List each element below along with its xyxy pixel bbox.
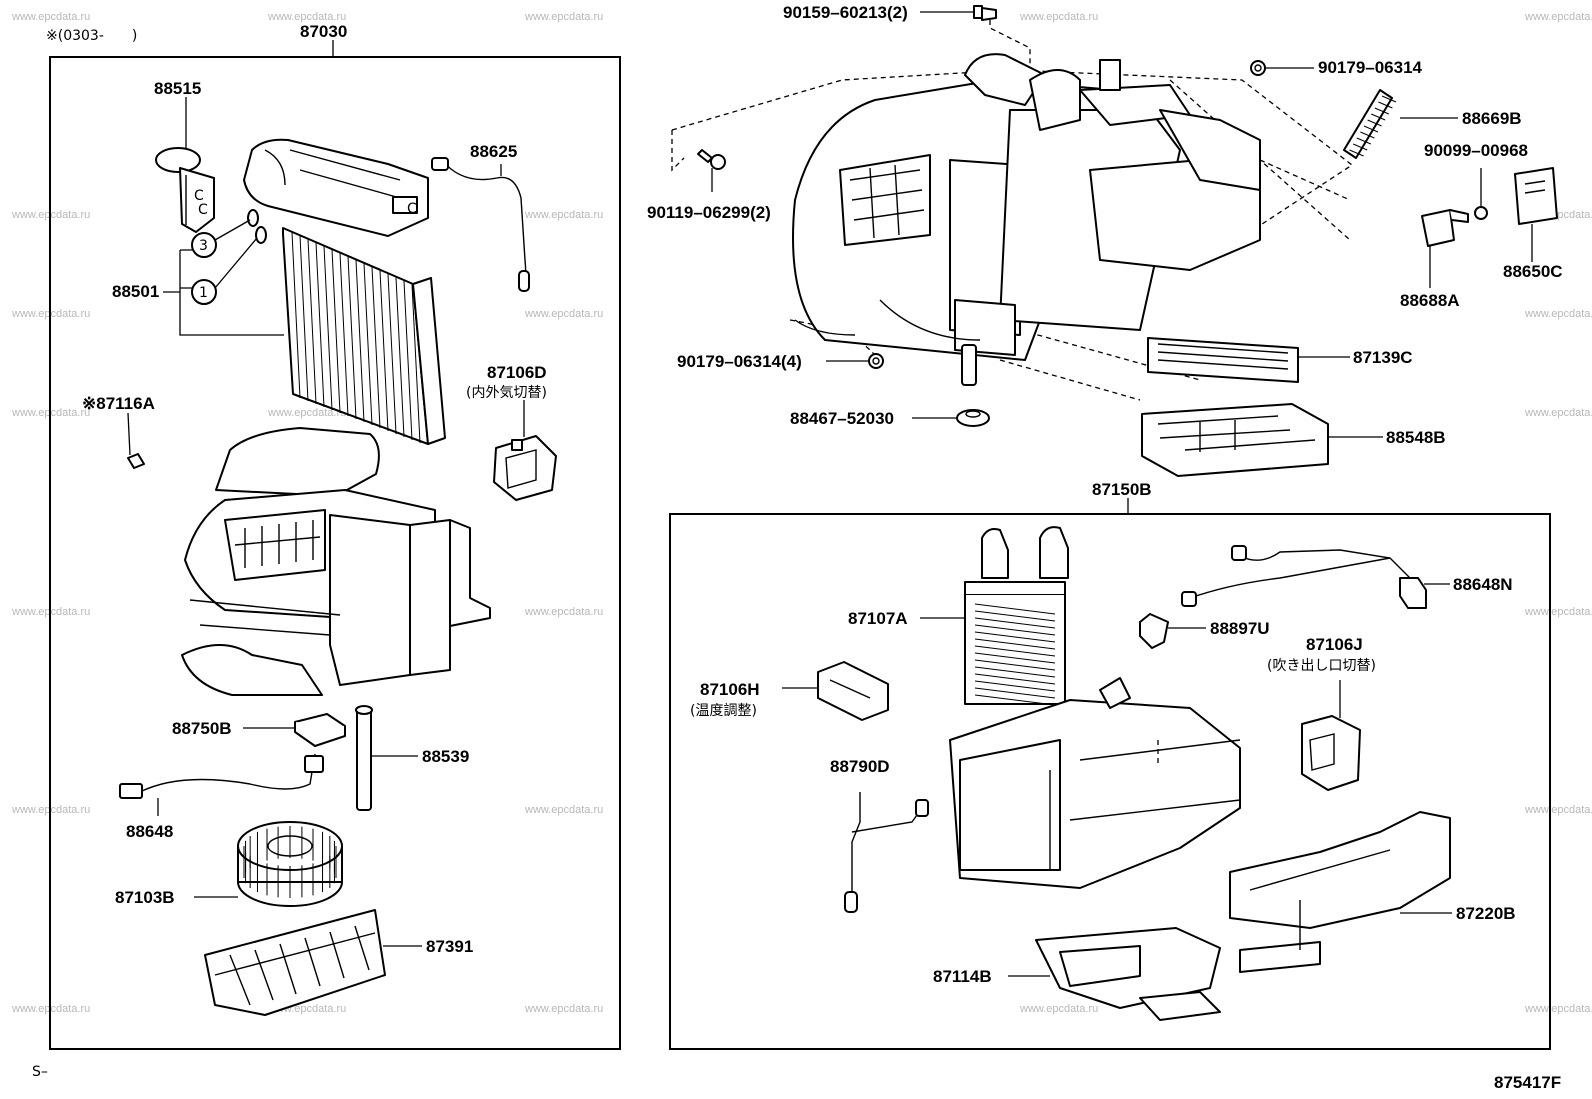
- part-88650c-drawing: [1514, 167, 1558, 225]
- label-88648n: 88648N: [1453, 575, 1513, 594]
- label-87114b: 87114B: [933, 967, 992, 986]
- label-90119: 90119–06299(2): [647, 203, 771, 222]
- label-87116a: ※87116A: [82, 394, 155, 413]
- label-87139c: 87139C: [1353, 348, 1413, 367]
- label-88688a: 88688A: [1400, 291, 1460, 310]
- watermark: www.epcdata.ru: [11, 11, 90, 23]
- diagram-code: 875417F: [1494, 1073, 1561, 1092]
- part-88515-drawing: C C: [155, 147, 215, 233]
- part-o-rings-drawing: 3 1: [179, 209, 284, 336]
- watermark: www.epcdata.ru: [267, 11, 346, 23]
- label-87107a: 87107A: [848, 609, 908, 628]
- part-87220b-drawing: [1229, 811, 1451, 973]
- part-90099-drawing: [1474, 206, 1488, 220]
- label-88650c: 88650C: [1503, 262, 1563, 281]
- watermark: www.epcdata.ru: [524, 606, 603, 618]
- callout-1-text: 1: [199, 285, 208, 301]
- label-88669b: 88669B: [1462, 109, 1522, 128]
- label-87220b: 87220B: [1456, 904, 1516, 923]
- label-88750b: 88750B: [172, 719, 232, 738]
- label-87106d-sub: (内外気切替): [466, 385, 547, 401]
- group-box-left: [49, 56, 621, 1050]
- part-87106h-drawing: [817, 661, 889, 721]
- part-90179a-drawing: [1250, 60, 1266, 76]
- part-blower-housing-drawing: [181, 427, 491, 696]
- label-88548b: 88548B: [1386, 428, 1446, 447]
- label-90179a: 90179–06314: [1318, 58, 1423, 77]
- label-88790d: 88790D: [830, 757, 890, 776]
- watermark: www.epcdata.ru: [1524, 1003, 1592, 1015]
- watermark: www.epcdata.ru: [267, 407, 346, 419]
- part-87114b-drawing: [1035, 927, 1221, 1021]
- part-88625-drawing: [431, 157, 530, 292]
- part-88648n-drawing: [1181, 545, 1427, 609]
- label-88515: 88515: [154, 79, 201, 98]
- watermark: www.epcdata.ru: [1524, 11, 1592, 23]
- label-88501: 88501: [112, 282, 159, 301]
- part-87391-drawing: [204, 909, 386, 1016]
- label-87103b: 87103B: [115, 888, 175, 907]
- group-box-right: [669, 513, 1551, 1050]
- group-label-87150b: 87150B: [1092, 480, 1152, 499]
- label-87106h: 87106H: [700, 680, 760, 699]
- callout-circle-3: [191, 232, 217, 258]
- part-evaporator-header-drawing: C: [243, 138, 429, 237]
- label-88467: 88467–52030: [790, 409, 894, 428]
- watermark: www.epcdata.ru: [524, 11, 603, 23]
- svg-text:C: C: [198, 202, 208, 218]
- part-evaporator-drawing: [282, 227, 446, 445]
- part-90119-drawing: [697, 149, 726, 170]
- watermark: www.epcdata.ru: [1524, 804, 1592, 816]
- watermark: www.epcdata.ru: [524, 1003, 603, 1015]
- part-hvac-assembly-drawing: [671, 20, 1354, 401]
- label-88625: 88625: [470, 142, 517, 161]
- part-88688a-drawing: [1421, 209, 1469, 247]
- watermark: www.epcdata.ru: [1019, 11, 1098, 23]
- part-88897u-drawing: [1139, 613, 1169, 649]
- watermark: www.epcdata.ru: [524, 804, 603, 816]
- watermark: www.epcdata.ru: [1524, 407, 1592, 419]
- callout-circle-1: [191, 279, 217, 305]
- part-87107a-drawing: [964, 526, 1069, 706]
- part-90179b-drawing: [868, 353, 884, 369]
- label-90099: 90099–00968: [1424, 141, 1528, 160]
- label-88897u: 88897U: [1210, 619, 1270, 638]
- label-87106d: 87106D: [487, 363, 547, 382]
- watermark: www.epcdata.ru: [524, 209, 603, 221]
- footer-left: S–: [32, 1064, 48, 1080]
- part-87103b-drawing: [237, 821, 343, 907]
- svg-text:C: C: [194, 188, 204, 204]
- part-88750b-drawing: [294, 713, 346, 747]
- label-90159: 90159–60213(2): [783, 3, 908, 22]
- label-90179b: 90179–06314(4): [677, 352, 802, 371]
- leader-87116a: [127, 412, 131, 456]
- part-87106j-drawing: [1301, 715, 1361, 791]
- label-88539: 88539: [422, 747, 469, 766]
- label-87106j: 87106J: [1306, 635, 1363, 654]
- part-88539-drawing: [355, 705, 373, 811]
- part-88648-drawing: [119, 753, 324, 799]
- part-87116a-drawing: [127, 453, 145, 469]
- watermark: www.epcdata.ru: [1019, 1003, 1098, 1015]
- part-heater-housing-drawing: [949, 677, 1241, 889]
- watermark: www.epcdata.ru: [1524, 606, 1592, 618]
- part-88548b-drawing: [1141, 403, 1329, 477]
- callout-3-text: 3: [199, 238, 208, 254]
- part-87106d-drawing: [493, 435, 557, 501]
- note-text: ※(0303- ): [46, 28, 137, 44]
- label-87106h-sub: (温度調整): [690, 703, 757, 719]
- part-88467-drawing: [956, 409, 990, 427]
- label-87106j-sub: (吹き出し口切替): [1267, 658, 1376, 674]
- part-88669b-drawing: [1343, 89, 1397, 159]
- part-87139c-drawing: [1147, 337, 1299, 383]
- group-label-87030: 87030: [300, 22, 347, 41]
- svg-text:C: C: [407, 201, 417, 217]
- watermark: www.epcdata.ru: [1524, 308, 1592, 320]
- part-88790d-drawing: [844, 792, 929, 913]
- watermark: www.epcdata.ru: [524, 308, 603, 320]
- part-90159-drawing: [973, 5, 997, 21]
- label-88648: 88648: [126, 822, 173, 841]
- label-87391: 87391: [426, 937, 473, 956]
